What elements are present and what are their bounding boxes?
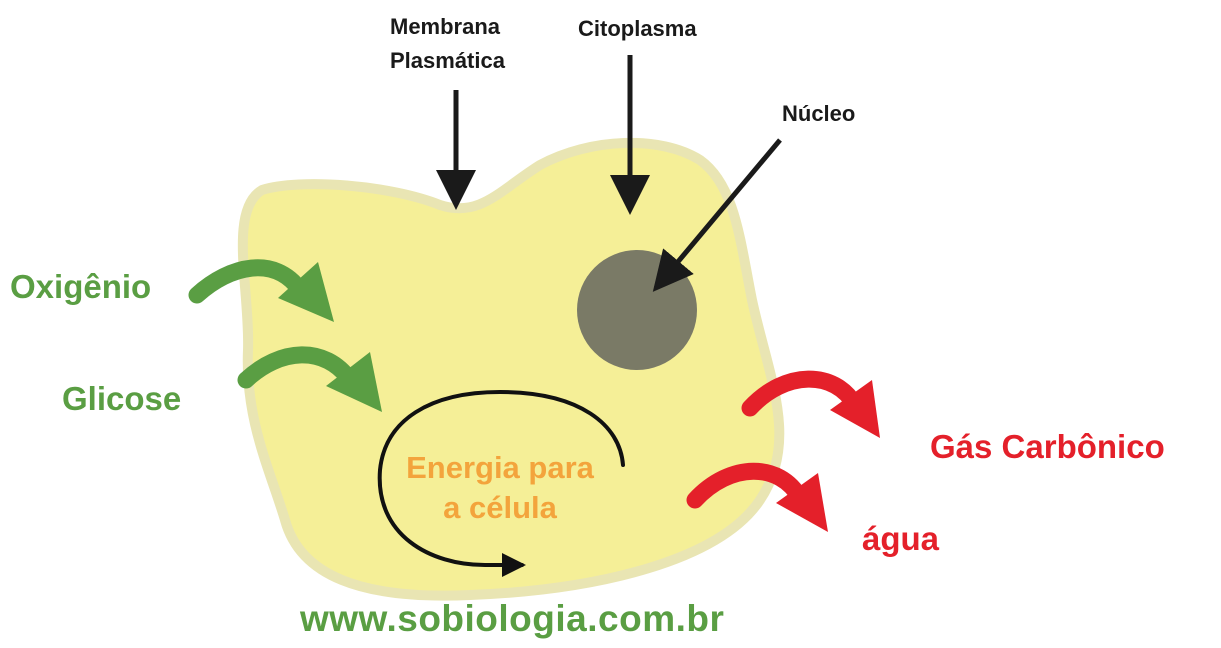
cytoplasm-label: Citoplasma — [578, 12, 697, 46]
membrane-label-line2: Plasmática — [390, 44, 505, 78]
co2-label: Gás Carbônico — [930, 430, 1165, 463]
energy-label-line1: Energia para — [390, 448, 610, 488]
membrane-label: Membrana Plasmática — [390, 10, 505, 78]
oxygen-label: Oxigênio — [10, 270, 151, 303]
nucleus-label: Núcleo — [782, 97, 855, 131]
energy-label: Energia para a célula — [390, 448, 610, 528]
energy-label-line2: a célula — [390, 488, 610, 528]
water-label: água — [862, 522, 939, 555]
membrane-label-line1: Membrana — [390, 10, 505, 44]
glucose-label: Glicose — [62, 382, 181, 415]
source-watermark: www.sobiologia.com.br — [300, 600, 724, 637]
nucleus-shape — [577, 250, 697, 370]
